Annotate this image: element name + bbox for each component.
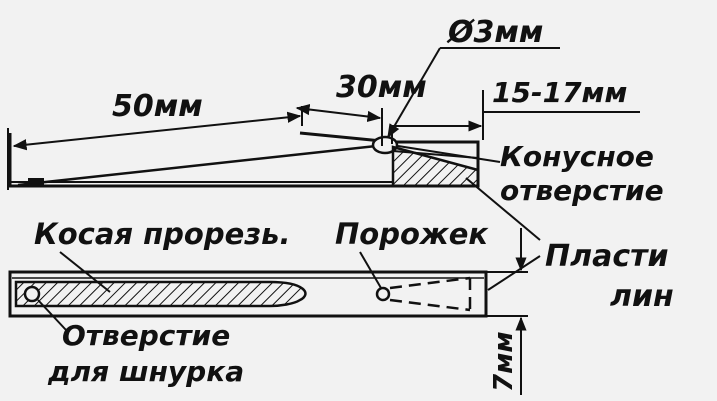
callout-plasticine: Пласти лин: [465, 177, 674, 314]
dimension-15-17-label: 15-17мм: [492, 76, 627, 109]
plan-view-outline: [8, 270, 488, 318]
dimension-50-label: 50мм: [112, 89, 203, 124]
callout-slot-threshold: Косая прорезь. Порожек: [34, 217, 489, 293]
dimension-15-17mm: 15-17мм: [391, 76, 640, 144]
side-view-tip: [28, 178, 44, 185]
konusnoe-label: Конусное: [500, 140, 654, 173]
plasticine-block: [391, 145, 480, 188]
side-view: [8, 131, 480, 188]
threshold-dashed-cone: [389, 276, 472, 312]
side-view-slant: [17, 143, 386, 187]
kosaya-prorez-label: Косая прорезь.: [34, 217, 290, 251]
porozhek-label: Порожек: [335, 217, 489, 251]
otverstie-bottom-label: Отверстие: [62, 319, 230, 352]
callout-conical-hole: Конусное отверстие: [397, 140, 664, 207]
lace-hole: [23, 285, 41, 303]
dimension-7-label: 7мм: [489, 331, 519, 392]
slanted-slot: [14, 280, 307, 308]
plasti-label: Пласти: [545, 239, 669, 274]
dimension-diameter: Ø3мм: [387, 15, 560, 139]
otverstie-top-label: отверстие: [500, 174, 664, 207]
dimension-30mm: 30мм: [295, 70, 427, 146]
dimension-50mm: 50мм: [7, 89, 303, 190]
dimension-diameter-label: Ø3мм: [446, 15, 543, 50]
plan-view: [8, 270, 488, 318]
dimension-30-label: 30мм: [336, 70, 427, 105]
threshold-hole: [375, 286, 391, 302]
callout-lace-hole: Отверстие для шнурка: [37, 299, 244, 388]
dimension-7mm: 7мм: [486, 228, 528, 395]
lin-label: лин: [610, 279, 674, 314]
dlya-shnurka-label: для шнурка: [47, 355, 244, 388]
